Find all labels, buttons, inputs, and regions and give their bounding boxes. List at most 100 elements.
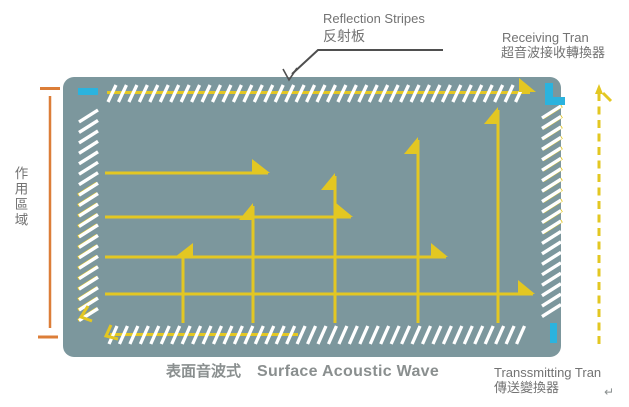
reflection-stripes-top	[106, 84, 526, 103]
hatch-stripe	[221, 84, 233, 103]
hatch-stripe	[494, 325, 506, 345]
hatch-stripe	[179, 84, 191, 103]
hatch-stripe	[107, 325, 119, 345]
hatch-stripe	[482, 84, 494, 103]
hatch-stripe	[306, 325, 318, 345]
hatch-stripe	[158, 84, 170, 103]
hatch-stripe	[138, 325, 150, 345]
hatch-stripe	[78, 275, 99, 291]
hatch-stripe	[117, 325, 129, 345]
hatch-stripe	[211, 84, 222, 103]
hatch-stripe	[315, 84, 327, 103]
wave-v5-arrowhead-up	[484, 107, 498, 124]
hatch-stripe	[200, 84, 212, 103]
hatch-stripe	[242, 84, 254, 103]
wave-grid	[105, 78, 536, 323]
hatch-stripe	[127, 84, 139, 103]
hatch-stripe	[503, 84, 515, 103]
hatch-stripe	[78, 171, 99, 187]
hatch-stripe	[137, 84, 149, 103]
hatch-stripe	[78, 296, 99, 312]
hatch-stripe	[461, 84, 473, 103]
hatch-stripe	[541, 229, 562, 245]
reflection-leader-line	[282, 49, 443, 82]
wave-v2-arrowhead-up	[239, 203, 253, 220]
hatch-stripe	[541, 209, 562, 224]
hatch-stripe	[409, 84, 421, 103]
transducer-top-left-icon	[78, 88, 98, 95]
hatch-stripe	[541, 188, 562, 204]
hatch-stripe	[148, 84, 160, 103]
hatch-stripe	[78, 213, 99, 228]
hatch-stripe	[541, 125, 562, 141]
hatch-stripe	[243, 325, 255, 345]
return-mark: ↵	[604, 385, 615, 399]
hatch-stripe	[191, 325, 203, 345]
hatch-stripe	[541, 240, 562, 256]
hatch-stripe	[222, 325, 234, 345]
hatch-stripe	[431, 325, 443, 345]
hatch-stripe	[541, 250, 562, 266]
hatch-stripe	[78, 233, 99, 249]
wave-h1-arrowhead-right	[252, 159, 270, 173]
caption-zh: 表面音波式	[166, 363, 242, 380]
wave-h3-arrowhead-left	[175, 243, 193, 257]
hatch-stripe	[541, 303, 562, 318]
hatch-stripe	[273, 84, 285, 103]
wave-top-arrowhead-right	[519, 78, 536, 92]
hatch-stripe	[78, 244, 99, 260]
hatch-stripe	[368, 325, 380, 345]
hatch-stripe	[78, 265, 99, 281]
hatch-stripe	[78, 139, 99, 155]
wave-h3-arrowhead-right	[431, 243, 448, 257]
hatch-stripe	[264, 325, 276, 345]
hatch-stripe	[541, 292, 562, 308]
hatch-stripe	[483, 325, 495, 345]
transmitting-transducer-label-zh: 傳送變換器	[494, 380, 560, 395]
hatch-stripe	[78, 254, 99, 270]
hatch-stripe	[367, 84, 379, 103]
reflection-stripes-left	[78, 108, 99, 322]
hatch-stripe	[169, 84, 181, 103]
hatch-stripe	[420, 84, 431, 103]
hatch-stripe	[253, 325, 265, 345]
hatch-stripe	[420, 325, 433, 345]
hatch-stripe	[541, 167, 562, 183]
hatch-stripe	[78, 223, 99, 239]
hatch-stripe	[389, 325, 401, 345]
hatch-stripe	[378, 84, 390, 103]
caption-en: Surface Acoustic Wave	[257, 363, 440, 380]
hatch-stripe	[106, 84, 118, 103]
hatch-stripe	[379, 325, 391, 345]
hatch-stripe	[263, 84, 275, 103]
hatch-stripe	[493, 84, 505, 103]
hatch-stripe	[274, 325, 286, 345]
hatch-stripe	[541, 104, 562, 120]
return-wave-arrow-dash	[601, 91, 613, 103]
leader-arrowhead-icon	[282, 67, 298, 82]
wave-bend-mark-bottom	[103, 324, 119, 341]
return-wave-dashed-arrow	[595, 84, 613, 346]
active-area-label: 作用區域	[12, 166, 28, 228]
hatch-stripe	[232, 325, 244, 345]
hatch-stripe	[541, 261, 562, 277]
hatch-stripe	[316, 325, 328, 345]
hatch-stripe	[541, 156, 562, 172]
hatch-stripe	[541, 271, 562, 287]
receiving-transducer-icon	[545, 83, 565, 105]
hatch-stripe	[541, 198, 562, 214]
hatch-stripe	[441, 325, 453, 345]
hatch-stripe	[211, 325, 224, 345]
hatch-stripe	[305, 84, 317, 103]
hatch-stripe	[231, 84, 243, 103]
hatch-stripe	[78, 286, 99, 302]
hatch-stripe	[358, 325, 370, 345]
hatch-stripe	[346, 84, 358, 103]
transmitting-transducer-label-en: Transsmitting Tran	[494, 365, 602, 380]
hatch-stripe	[149, 325, 161, 345]
hatch-stripe	[430, 84, 442, 103]
hatch-stripe	[347, 325, 359, 345]
reflection-stripes-label-zh: 反射板	[323, 28, 365, 44]
hatch-stripe	[541, 219, 562, 235]
hatch-stripe	[78, 108, 99, 124]
